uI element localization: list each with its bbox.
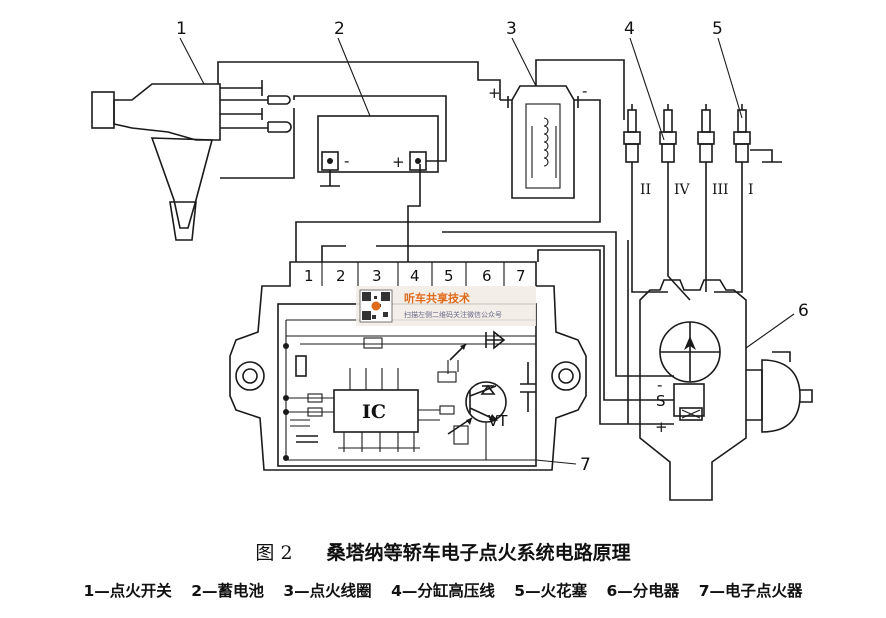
watermark-overlay <box>356 286 536 326</box>
legend-item: 2—蓄电池 <box>191 582 264 600</box>
watermark-text: 听车共享技术 扫描左侧二维码关注微信公众号 <box>404 290 534 320</box>
distributor <box>639 279 813 501</box>
figure-legend: 1—点火开关 2—蓄电池 3—点火线圈 4—分缸高压线 5—火花塞 6—分电器 … <box>0 579 886 601</box>
battery-plus-label: + <box>392 153 405 171</box>
module-pin-5: 5 <box>444 267 454 285</box>
figure-number: 图 2 <box>255 542 293 564</box>
ignition-coil <box>500 59 625 199</box>
high-tension-wires <box>631 230 743 301</box>
ic-label: IC <box>362 401 386 423</box>
coil-minus-label: - <box>582 82 587 100</box>
callout-2: 2 <box>334 19 345 39</box>
watermark-subtitle: 扫描左侧二维码关注微信公众号 <box>404 311 502 319</box>
spark-plug <box>733 104 751 230</box>
wiring-harness <box>217 61 674 425</box>
legend-item: 7—电子点火器 <box>698 582 803 600</box>
legend-item: 5—火花塞 <box>514 582 588 600</box>
plug-label-iii: III <box>712 182 729 198</box>
battery-minus-label: - <box>344 152 349 170</box>
legend-item: 1—点火开关 <box>83 582 172 600</box>
plug-label-ii: II <box>640 182 651 198</box>
figure-caption: 图 2 桑塔纳等轿车电子点火系统电路原理 <box>0 538 886 565</box>
ignition-circuit-diagram: - + + - <box>91 19 813 501</box>
module-pin-6: 6 <box>482 267 492 285</box>
callout-7: 7 <box>580 455 591 475</box>
callout-5: 5 <box>712 19 723 39</box>
module-pin-7: 7 <box>516 267 526 285</box>
qr-code-icon <box>359 289 393 323</box>
plug-label-iv: IV <box>674 182 691 198</box>
legend-item: 4—分缸高压线 <box>391 582 495 600</box>
plug-label-i: I <box>748 182 754 198</box>
coil-plus-label: + <box>488 84 501 102</box>
vt-label: VT <box>488 412 508 430</box>
module-pin-1: 1 <box>304 267 314 285</box>
hall-plus-label: + <box>655 418 668 436</box>
callout-1: 1 <box>176 19 187 39</box>
callout-4: 4 <box>624 19 635 39</box>
legend-item: 6—分电器 <box>606 582 680 600</box>
module-pin-2: 2 <box>336 267 346 285</box>
legend-item: 3—点火线圈 <box>283 582 372 600</box>
callout-6: 6 <box>798 301 809 321</box>
module-pin-3: 3 <box>372 267 382 285</box>
callout-3: 3 <box>506 19 517 39</box>
module-pin-4: 4 <box>410 267 420 285</box>
hall-signal-label: S <box>656 392 666 410</box>
watermark-title: 听车共享技术 <box>404 292 470 305</box>
spark-plugs <box>623 104 782 230</box>
spark-plug <box>697 104 715 230</box>
battery <box>317 115 439 187</box>
spark-plug <box>659 104 677 230</box>
spark-plug <box>623 104 641 230</box>
figure-title: 桑塔纳等轿车电子点火系统电路原理 <box>326 542 631 564</box>
igniter-module <box>229 245 587 471</box>
ignition-switch <box>91 80 292 241</box>
hall-minus-label: - <box>657 376 662 394</box>
